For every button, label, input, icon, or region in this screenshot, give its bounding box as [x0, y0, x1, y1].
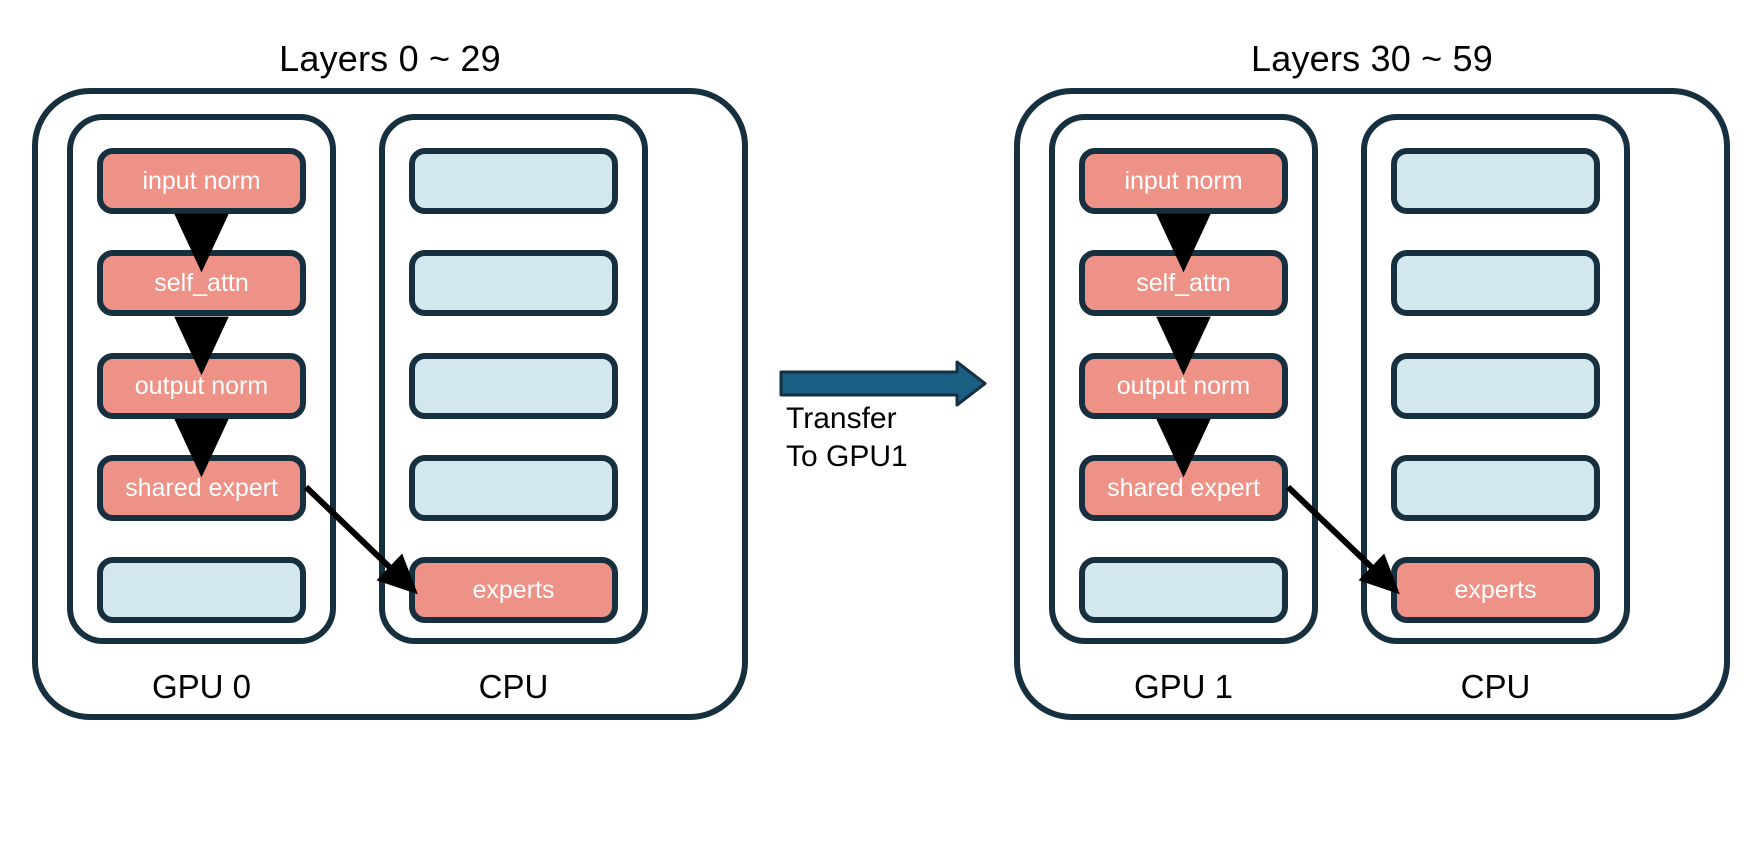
block-label: input norm	[142, 166, 261, 195]
block-label: shared expert	[1107, 473, 1260, 502]
left-gpu-block-self-attn[interactable]: self_attn	[97, 250, 306, 316]
right-cpu-block-1[interactable]	[1391, 148, 1600, 214]
right-cpu-block-experts[interactable]: experts	[1391, 557, 1600, 623]
block-label: output norm	[134, 371, 269, 400]
right-gpu-block-self-attn[interactable]: self_attn	[1079, 250, 1288, 316]
left-gpu-block-shared-expert[interactable]: shared expert	[97, 455, 306, 521]
right-cpu-block-3[interactable]	[1391, 353, 1600, 419]
left-cpu-block-3[interactable]	[409, 353, 618, 419]
left-cpu-block-4[interactable]	[409, 455, 618, 521]
right-gpu-block-output-norm[interactable]: output norm	[1079, 353, 1288, 419]
left-gpu-footer-label: GPU 0	[151, 668, 252, 705]
right-gpu-block-empty[interactable]	[1079, 557, 1288, 623]
left-group-title: Layers 0 ~ 29	[279, 38, 501, 79]
left-cpu-footer-label: CPU	[478, 668, 549, 705]
transfer-label: Transfer To GPU1	[786, 400, 908, 477]
right-gpu-block-input-norm[interactable]: input norm	[1079, 148, 1288, 214]
right-cpu-block-4[interactable]	[1391, 455, 1600, 521]
block-label: self_attn	[154, 268, 249, 297]
block-label: self_attn	[1136, 268, 1231, 297]
right-cpu-footer-label: CPU	[1460, 668, 1531, 705]
left-cpu-block-experts[interactable]: experts	[409, 557, 618, 623]
left-cpu-block-2[interactable]	[409, 250, 618, 316]
left-gpu-block-empty[interactable]	[97, 557, 306, 623]
left-gpu-block-output-norm[interactable]: output norm	[97, 353, 306, 419]
right-gpu-footer-label: GPU 1	[1133, 668, 1234, 705]
transfer-label-line2: To GPU1	[786, 440, 908, 474]
right-group-title: Layers 30 ~ 59	[1251, 38, 1493, 79]
right-cpu-block-2[interactable]	[1391, 250, 1600, 316]
right-gpu-block-shared-expert[interactable]: shared expert	[1079, 455, 1288, 521]
block-label: input norm	[1124, 166, 1243, 195]
block-label: shared expert	[125, 473, 278, 502]
left-gpu-block-input-norm[interactable]: input norm	[97, 148, 306, 214]
transfer-label-line1: Transfer	[786, 402, 897, 435]
left-cpu-block-1[interactable]	[409, 148, 618, 214]
block-label: output norm	[1116, 371, 1251, 400]
block-label: experts	[1454, 575, 1537, 604]
transfer-arrow-icon	[779, 360, 987, 407]
block-label: experts	[472, 575, 555, 604]
